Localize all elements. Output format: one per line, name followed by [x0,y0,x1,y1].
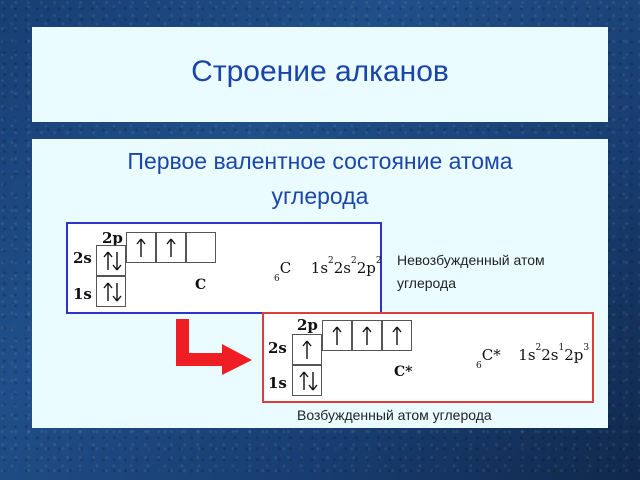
ground-2p-cell-2 [156,232,186,263]
ground-2s-cell [96,245,126,276]
down-spin-icon [111,251,123,271]
excited-formula-2p: 2p [564,346,584,364]
excited-2p-cell-2 [352,320,382,351]
ground-caption-line-2: углерода [397,275,456,291]
ground-2p-label: 2p [102,229,123,247]
ground-2s-label: 2s [73,249,92,267]
subtitle-line-1: Первое валентное состояние атома [127,148,513,174]
ground-formula-2p: 2p [356,259,376,277]
excited-formula-2s: 2s [541,346,559,364]
up-spin-icon [298,371,310,391]
ground-caption-line-1: Невозбужденный атом [397,252,545,268]
slide-title: Строение алканов [191,55,449,88]
ground-2p-cell-1 [126,232,156,263]
up-spin-icon [301,340,313,360]
up-spin-icon [361,326,373,346]
ground-1s-label: 1s [73,285,92,303]
up-spin-icon [331,326,343,346]
excited-formula-2s-exponent: 1 [558,343,565,353]
excited-1s-cell [292,365,322,396]
ground-formula-1s: 1s [310,259,329,277]
excited-1s-label: 1s [268,374,287,392]
ground-formula-atomic-number: 6 [274,274,280,284]
down-spin-icon [307,371,319,391]
up-spin-icon [102,282,114,302]
title-panel [32,27,608,122]
up-spin-icon [165,238,177,258]
excited-formula-1s-exponent: 2 [535,343,542,353]
excited-formula-1s: 1s [518,346,536,364]
up-spin-icon [135,238,147,258]
ground-atom-letter: C [195,277,207,293]
excited-2p-label: 2p [297,316,318,334]
excited-formula-atom: C* [481,346,501,364]
ground-formula: 6C 1s22s22p2 [274,256,382,284]
down-spin-icon [111,282,123,302]
excited-2s-cell [292,334,322,365]
ground-formula-2s-exponent: 2 [351,256,357,266]
ground-formula-atom: C [279,259,292,277]
excited-formula: 6C* 1s22s12p3 [476,343,590,371]
ground-formula-2p-exponent: 2 [375,256,382,266]
excited-formula-atomic-number: 6 [476,361,482,371]
ground-1s-cell [96,276,126,307]
excited-caption: Возбужденный атом углерода [297,407,492,423]
up-spin-icon [391,326,403,346]
excited-2s-label: 2s [268,339,287,357]
ground-formula-2s: 2s [333,259,352,277]
ground-formula-1s-exponent: 2 [328,256,334,266]
excited-atom-letter: C* [394,364,413,380]
up-spin-icon [102,251,114,271]
subtitle-line-2: углерода [271,183,369,209]
ground-2p-cell-3 [186,232,216,263]
bent-arrow-icon [172,319,254,376]
excited-formula-2p-exponent: 3 [583,343,590,353]
excited-2p-cell-1 [322,320,352,351]
excited-2p-cell-3 [382,320,412,351]
